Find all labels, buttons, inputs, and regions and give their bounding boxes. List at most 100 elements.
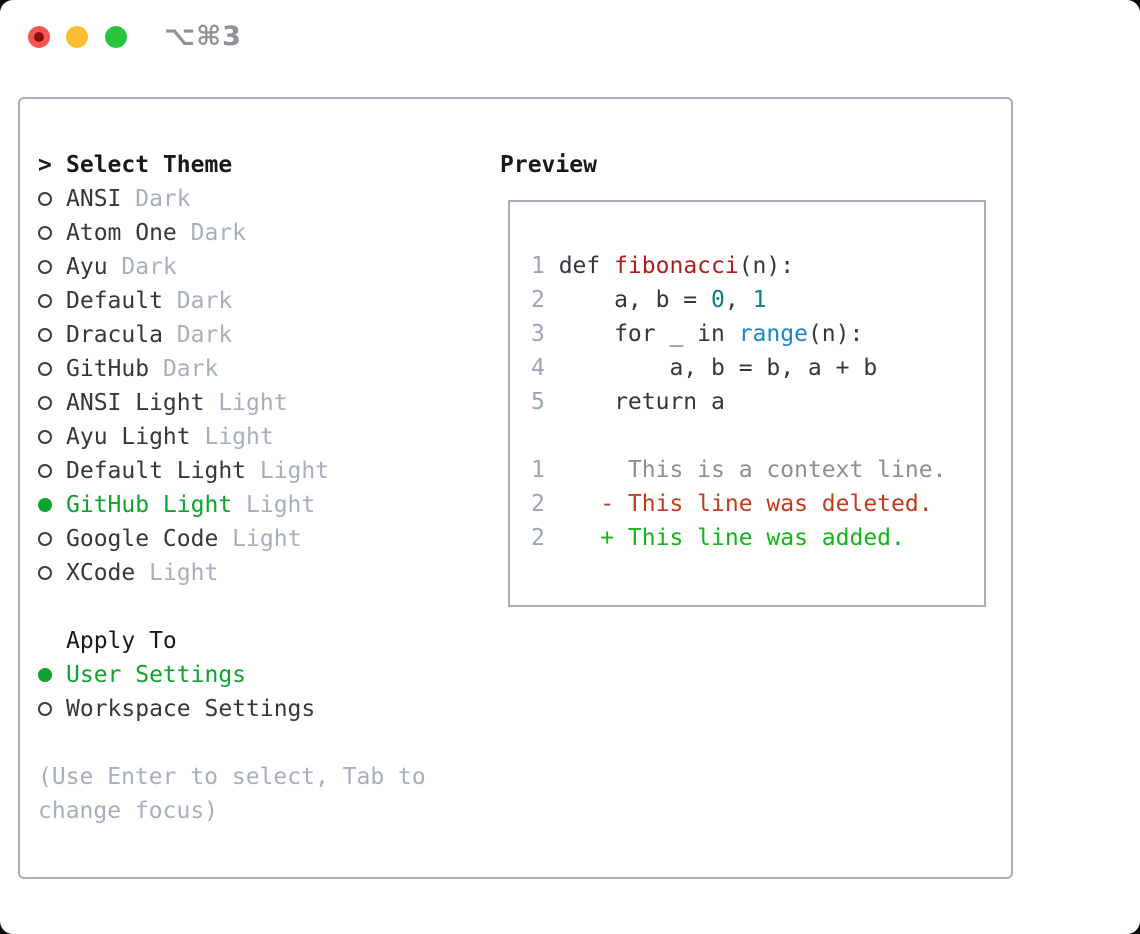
spacer	[38, 590, 483, 624]
theme-variant-tag: Light	[246, 458, 330, 484]
code-line: 2 - This line was deleted.	[531, 487, 984, 521]
radio-icon	[38, 328, 52, 342]
minimize-button[interactable]	[66, 26, 88, 48]
radio-icon	[38, 464, 52, 478]
theme-option[interactable]: GitHub Light Light	[38, 488, 483, 522]
code-token-code: (n):	[807, 321, 864, 347]
theme-variant-tag: Dark	[121, 186, 191, 212]
theme-name: XCode	[66, 560, 136, 586]
apply-to-label: Apply To	[66, 628, 177, 654]
theme-option[interactable]: Default Dark	[38, 284, 483, 318]
spacer	[38, 726, 483, 760]
window-title: ⌥⌘3	[164, 21, 242, 52]
code-line: 1 This is a context line.	[531, 453, 984, 487]
apply-to-header: Apply To	[38, 624, 483, 658]
code-line: 2 + This line was added.	[531, 521, 984, 555]
line-number: 2	[531, 525, 545, 551]
code-token-code: for _ in	[558, 321, 739, 347]
code-token-number: 0	[711, 287, 725, 313]
code-line: 2 a, b = 0, 1	[531, 283, 984, 317]
code-token-context: This is a context line.	[558, 457, 947, 483]
line-number: 2	[531, 287, 545, 313]
code-token-added: + This line was added.	[558, 525, 905, 551]
theme-name: ANSI Light	[66, 390, 205, 416]
line-number: 5	[531, 389, 545, 415]
line-number: 4	[531, 355, 545, 381]
theme-name: Default Light	[66, 458, 247, 484]
line-number: 1	[531, 253, 545, 279]
zoom-button[interactable]	[105, 26, 127, 48]
apply-option[interactable]: User Settings	[38, 658, 483, 692]
hint-line: change focus)	[38, 798, 219, 824]
select-theme-label: Select Theme	[66, 152, 233, 178]
theme-name: GitHub Light	[66, 492, 233, 518]
theme-option[interactable]: Dracula Dark	[38, 318, 483, 352]
theme-name: Default	[66, 288, 163, 314]
line-number: 2	[531, 491, 545, 517]
radio-icon	[38, 498, 52, 512]
code-line: 5 return a	[531, 385, 984, 419]
theme-option[interactable]: Default Light Light	[38, 454, 483, 488]
line-number: 3	[531, 321, 545, 347]
radio-icon	[38, 566, 52, 580]
code-token-number: 1	[752, 287, 767, 313]
theme-variant-tag: Dark	[149, 356, 219, 382]
radio-icon	[38, 260, 52, 274]
preview-header: Preview	[500, 148, 995, 182]
radio-icon	[38, 668, 52, 682]
theme-name: ANSI	[66, 186, 122, 212]
radio-icon	[38, 362, 52, 376]
hint-text: (Use Enter to select, Tab to change focu…	[38, 760, 483, 828]
unsaved-indicator-dot	[34, 32, 44, 42]
theme-option[interactable]: Google Code Light	[38, 522, 483, 556]
theme-name: Ayu Light	[66, 424, 191, 450]
preview-label: Preview	[500, 152, 597, 178]
theme-option[interactable]: XCode Light	[38, 556, 483, 590]
theme-variant-tag: Dark	[162, 322, 233, 348]
theme-variant-tag: Dark	[107, 254, 177, 280]
theme-variant-tag: Dark	[162, 288, 233, 314]
theme-option[interactable]: Ayu Dark	[38, 250, 483, 284]
select-theme-header: > Select Theme	[38, 148, 483, 182]
theme-variant-tag: Dark	[176, 220, 247, 246]
code-token-code: a, b =	[558, 287, 712, 313]
code-token-code: ,	[724, 287, 753, 313]
code-token-deleted: - This line was deleted.	[558, 491, 933, 517]
theme-name: Dracula	[66, 322, 163, 348]
theme-option[interactable]: ANSI Light Light	[38, 386, 483, 420]
code-token-builtin: range	[738, 321, 808, 347]
radio-icon	[38, 226, 52, 240]
window-titlebar: ⌥⌘3	[0, 0, 1140, 74]
line-number: 1	[531, 457, 545, 483]
radio-icon	[38, 532, 52, 546]
cursor-caret: >	[38, 152, 52, 178]
theme-name: Google Code	[66, 526, 219, 552]
theme-variant-tag: Light	[135, 560, 219, 586]
code-token-code: a, b = b, a + b	[558, 355, 878, 381]
theme-option[interactable]: Ayu Light Light	[38, 420, 483, 454]
theme-variant-tag: Light	[190, 424, 274, 450]
radio-icon	[38, 192, 52, 206]
close-button[interactable]	[28, 26, 50, 48]
theme-name: Atom One	[66, 220, 177, 246]
apply-option[interactable]: Workspace Settings	[38, 692, 483, 726]
theme-variant-tag: Light	[218, 526, 302, 552]
theme-option[interactable]: Atom One Dark	[38, 216, 483, 250]
theme-name: Ayu	[66, 254, 108, 280]
code-token-function: fibonacci	[614, 253, 739, 279]
hint-line: (Use Enter to select, Tab to	[38, 764, 426, 790]
code-line: 4 a, b = b, a + b	[531, 351, 984, 385]
apply-option-name: Workspace Settings	[66, 696, 316, 722]
theme-option[interactable]: ANSI Dark	[38, 182, 483, 216]
theme-option[interactable]: GitHub Dark	[38, 352, 483, 386]
code-token-code: def	[558, 253, 615, 279]
code-line: 3 for _ in range(n):	[531, 317, 984, 351]
